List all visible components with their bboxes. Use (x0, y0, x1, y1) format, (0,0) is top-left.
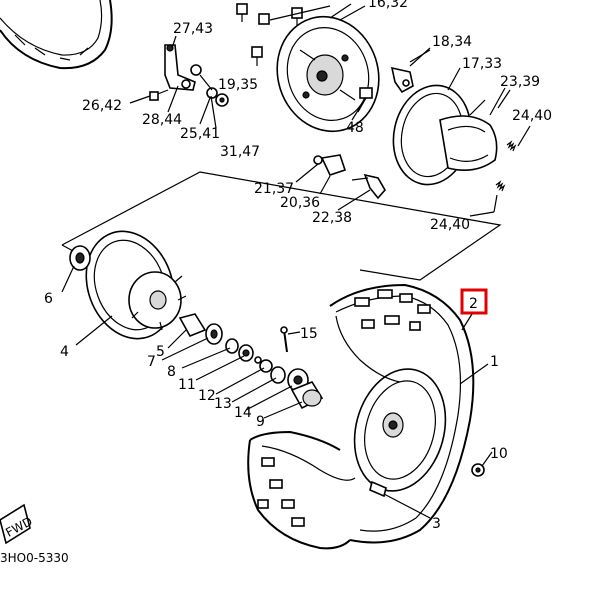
fwd-arrow: FWD (0, 503, 35, 545)
callout-20-36: 20,36 (280, 195, 320, 211)
callout-15: 15 (300, 326, 318, 342)
diagram-code: 3HO0-5330 (0, 551, 69, 565)
callout-7: 7 (147, 354, 156, 370)
callout-22-38: 22,38 (312, 210, 352, 226)
callout-31-47: 31,47 (220, 144, 260, 160)
callout-19-35: 19,35 (218, 77, 258, 93)
bolt-group-top (236, 3, 366, 66)
callout-5: 5 (156, 344, 165, 360)
brake-backing-plate (276, 15, 380, 133)
callout-3: 3 (432, 516, 441, 532)
partial-tire-top-left (0, 0, 113, 70)
cotter-pin (280, 326, 288, 353)
callout-13: 13 (214, 396, 232, 412)
callout-11: 11 (178, 377, 196, 393)
axle-spacers (178, 313, 286, 384)
wheel-hub (85, 230, 187, 340)
main-tire (247, 283, 475, 550)
callout-27-43: 27,43 (173, 21, 213, 37)
callout-18-34: 18,34 (432, 34, 472, 50)
callout-10: 10 (490, 446, 508, 462)
callout-16-32: 16,32 (368, 0, 408, 11)
callout-6: 6 (44, 291, 53, 307)
callout-9: 9 (256, 414, 265, 430)
nut-washer-group (190, 64, 229, 129)
callout-17-33: 17,33 (462, 56, 502, 72)
cable-lever (313, 154, 386, 200)
callout-2: 2 (469, 296, 478, 312)
callout-14: 14 (234, 405, 252, 421)
dust-cap (290, 381, 324, 410)
callout-24-40-bottom: 24,40 (430, 217, 470, 233)
wheel-nut-10 (471, 463, 485, 477)
callout-4: 4 (60, 344, 69, 360)
brake-shoes (439, 87, 506, 171)
callout-labels: 27,43 16,32 18,34 17,33 23,39 24,40 26,4… (44, 0, 552, 532)
callout-12: 12 (198, 388, 216, 404)
callout-48: 48 (346, 120, 364, 136)
brake-arm (149, 44, 196, 101)
callout-28-44: 28,44 (142, 112, 182, 128)
bearing-6 (69, 245, 91, 271)
leader-lines (61, 3, 531, 519)
valve-stem (369, 480, 387, 498)
callout-26-42: 26,42 (82, 98, 122, 114)
callout-24-40-top: 24,40 (512, 108, 552, 124)
callout-1: 1 (490, 354, 499, 370)
callout-21-37: 21,37 (254, 181, 294, 197)
return-springs (493, 140, 517, 213)
highlight-box-callout-2 (460, 288, 488, 315)
callout-23-39: 23,39 (500, 74, 540, 90)
callout-8: 8 (167, 364, 176, 380)
cam-lever (390, 49, 431, 94)
callout-25-41: 25,41 (180, 126, 220, 142)
